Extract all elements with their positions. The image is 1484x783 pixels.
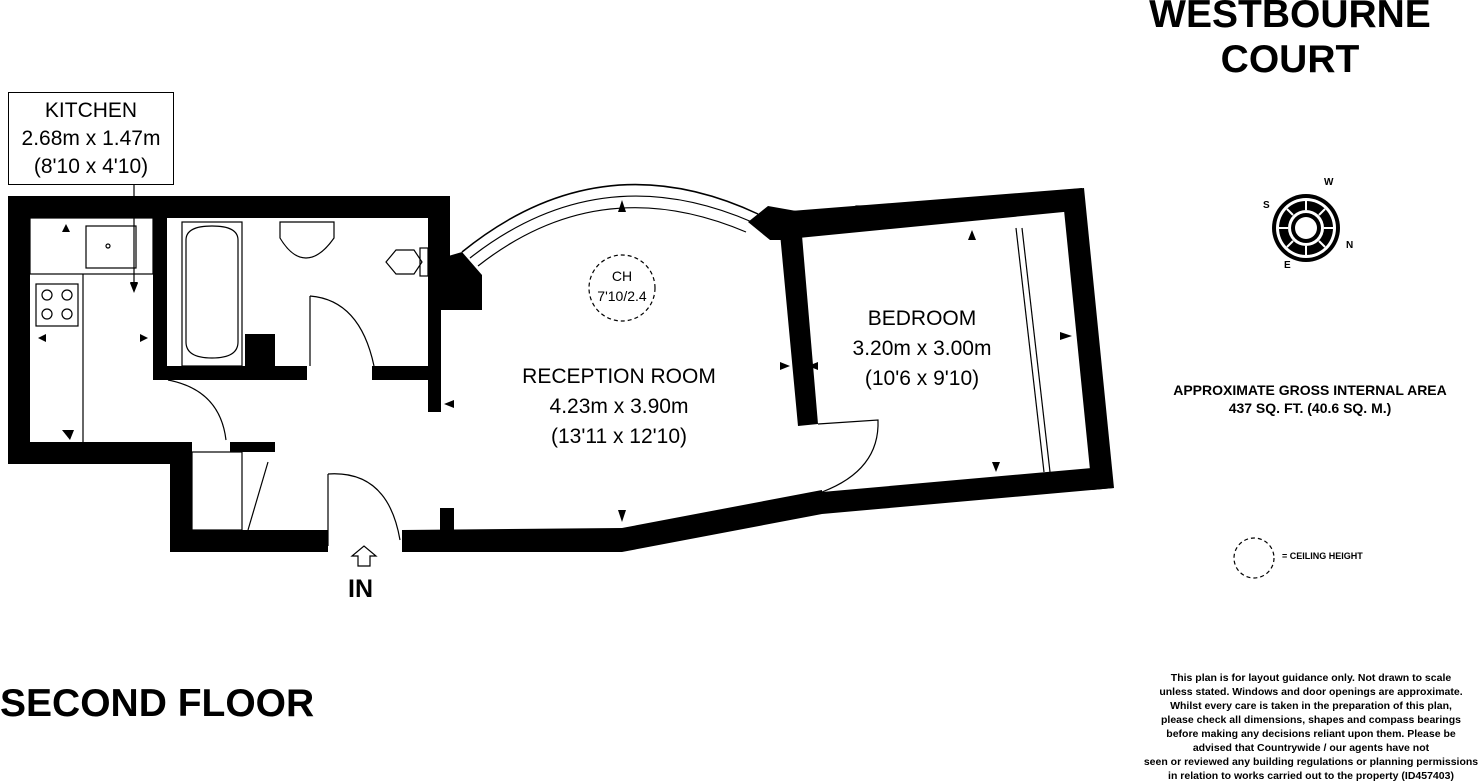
fixtures xyxy=(29,183,1275,579)
disclaimer-line: This plan is for layout guidance only. N… xyxy=(1170,672,1452,684)
walls xyxy=(8,188,1114,552)
compass-label-e: E xyxy=(1284,260,1291,271)
building-name: WESTBOURNE COURT xyxy=(1120,0,1460,82)
disclaimer: This plan is for layout guidance only. N… xyxy=(1126,671,1484,783)
compass-label-s: S xyxy=(1263,200,1270,211)
ceiling-height-value: 7'10/2.4 xyxy=(597,288,647,304)
disclaimer-line: Whilst every care is taken in the prepar… xyxy=(1170,700,1452,712)
building-name-line-1: WESTBOURNE xyxy=(1149,0,1431,36)
kitchen-name: KITCHEN xyxy=(44,99,138,122)
disclaimer-line: please check all dimensions, shapes and … xyxy=(1161,714,1461,726)
building-name-line-2: COURT xyxy=(1220,38,1360,81)
reception-label: RECEPTION ROOM 4.23m x 3.90m (13'11 x 12… xyxy=(488,362,750,452)
ceiling-height-label: CH 7'10/2.4 xyxy=(582,266,662,306)
kitchen-label: KITCHEN 2.68m x 1.47m (8'10 x 4'10) xyxy=(8,92,174,185)
disclaimer-line: in relation to works carried out to the … xyxy=(1168,770,1454,782)
reception-name: RECEPTION ROOM xyxy=(522,365,716,388)
entrance-label: IN xyxy=(348,575,373,603)
floor-name: SECOND FLOOR xyxy=(0,682,315,725)
gross-area-value: 437 SQ. FT. (40.6 SQ. M.) xyxy=(1228,400,1392,416)
compass-label-n: N xyxy=(1346,240,1354,251)
bedroom-label: BEDROOM 3.20m x 3.00m (10'6 x 9'10) xyxy=(832,304,1012,394)
disclaimer-line: unless stated. Windows and door openings… xyxy=(1159,686,1463,698)
kitchen-pointer-line xyxy=(130,185,138,293)
compass-rose-icon xyxy=(1272,194,1340,262)
disclaimer-line: seen or reviewed any building regulation… xyxy=(1143,756,1479,768)
ceiling-height-title: CH xyxy=(611,268,633,284)
reception-metric: 4.23m x 3.90m xyxy=(549,395,689,418)
bedroom-imperial: (10'6 x 9'10) xyxy=(864,367,980,390)
bedroom-metric: 3.20m x 3.00m xyxy=(852,337,992,360)
gross-internal-area: APPROXIMATE GROSS INTERNAL AREA 437 SQ. … xyxy=(1140,381,1480,417)
kitchen-metric: 2.68m x 1.47m xyxy=(21,127,161,150)
reception-imperial: (13'11 x 12'10) xyxy=(550,425,688,448)
gross-area-title: APPROXIMATE GROSS INTERNAL AREA xyxy=(1173,382,1447,398)
compass-label-w: W xyxy=(1324,177,1334,188)
kitchen-imperial: (8'10 x 4'10) xyxy=(33,155,149,178)
disclaimer-line: before making any decisions reliant upon… xyxy=(1166,728,1456,740)
bedroom-name: BEDROOM xyxy=(867,307,977,330)
ceiling-height-legend: = CEILING HEIGHT xyxy=(1282,551,1363,561)
disclaimer-line: advised that Countrywide / our agents ha… xyxy=(1192,742,1430,754)
